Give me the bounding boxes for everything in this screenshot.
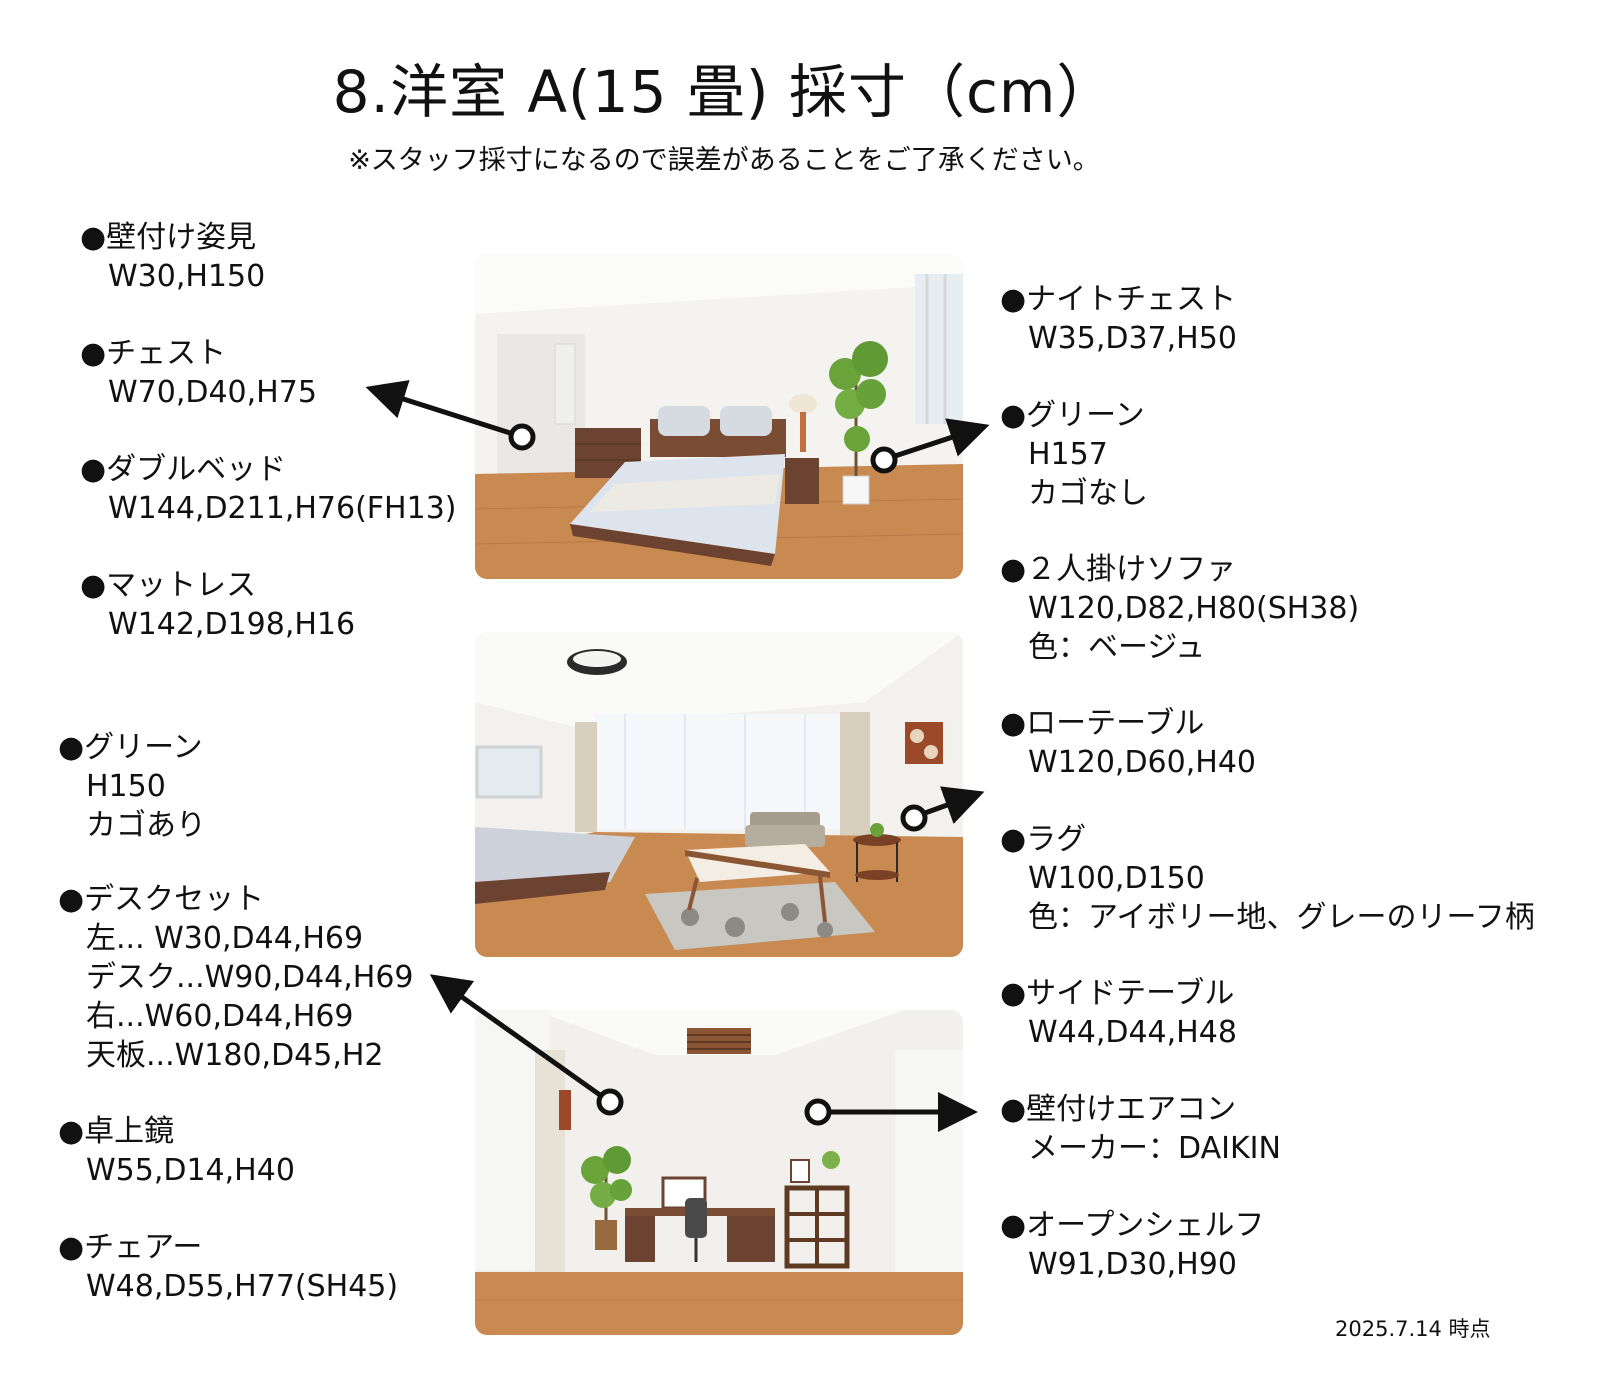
item-two-seat-sofa: ●２人掛けソファ W120,D82,H80(SH38) 色：ベージュ — [1000, 552, 1360, 665]
page-subtitle: ※スタッフ採寸になるので誤差があることをご了承ください。 — [348, 145, 1100, 176]
item-chair: ●チェアー W48,D55,H77(SH45) — [58, 1230, 399, 1304]
photo-living-area — [475, 632, 963, 957]
bedroom-illustration — [475, 254, 963, 579]
photo-desk-area — [475, 1010, 963, 1335]
item-mattress: ●マットレス W142,D198,H16 — [80, 568, 356, 642]
item-wall-mirror: ●壁付け姿見 W30,H150 — [80, 220, 266, 294]
item-rug: ●ラグ W100,D150 色：アイボリー地、グレーのリーフ柄 — [1000, 822, 1535, 935]
item-desk-set: ●デスクセット 左... W30,D44,H69 デスク...W90,D44,H… — [58, 882, 414, 1073]
item-wall-aircon: ●壁付けエアコン メーカー：DAIKIN — [1000, 1092, 1281, 1166]
date-note: 2025.7.14 時点 — [1335, 1317, 1491, 1341]
item-green-right: ●グリーン H157 カゴなし — [1000, 398, 1148, 511]
item-side-table: ●サイドテーブル W44,D44,H48 — [1000, 976, 1237, 1050]
desk-area-illustration — [475, 1010, 963, 1335]
photo-bedroom — [475, 254, 963, 579]
item-open-shelf: ●オープンシェルフ W91,D30,H90 — [1000, 1208, 1265, 1282]
living-area-illustration — [475, 632, 963, 957]
item-low-table: ●ローテーブル W120,D60,H40 — [1000, 706, 1257, 780]
item-double-bed: ●ダブルベッド W144,D211,H76(FH13) — [80, 452, 457, 526]
item-table-mirror: ●卓上鏡 W55,D14,H40 — [58, 1114, 295, 1188]
item-chest: ●チェスト W70,D40,H75 — [80, 336, 317, 410]
item-night-chest: ●ナイトチェスト W35,D37,H50 — [1000, 282, 1237, 356]
item-green-left: ●グリーン H150 カゴあり — [58, 730, 206, 843]
page-title: 8.洋室 A(15 畳) 採寸（cm） — [332, 58, 1116, 126]
